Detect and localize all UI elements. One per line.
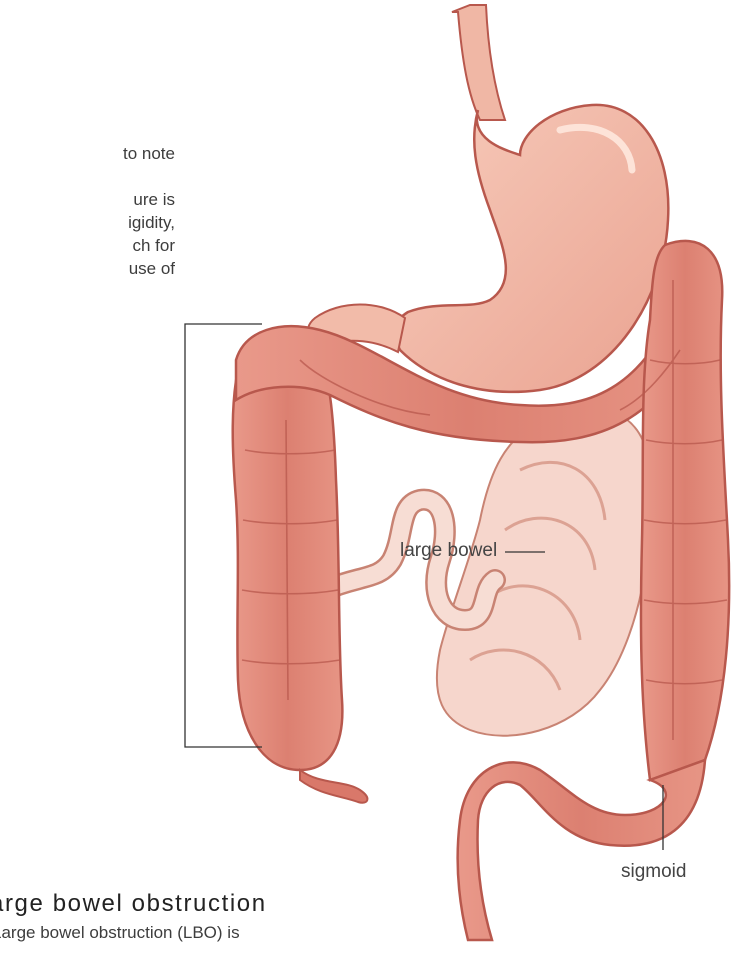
appendix <box>300 770 367 803</box>
small-bowel <box>437 408 651 735</box>
section-body: Large bowel obstruction (LBO) is <box>0 923 240 943</box>
intro-line-4: igidity, <box>0 211 175 234</box>
intro-line-6: use of <box>0 257 175 280</box>
intro-line-2 <box>0 165 175 188</box>
intro-line-3: ure is <box>0 188 175 211</box>
intro-line-1: to note <box>0 142 175 165</box>
intro-line-5: ch for <box>0 234 175 257</box>
section-title: arge bowel obstruction <box>0 890 267 918</box>
intro-text-fragment: to note ure is igidity, ch for use of <box>0 142 175 280</box>
sigmoid-label: sigmoid <box>621 861 686 883</box>
descending-colon <box>641 241 729 780</box>
large-bowel-label: large bowel <box>400 540 497 562</box>
sigmoid-colon <box>458 760 705 940</box>
esophagus <box>452 5 505 120</box>
